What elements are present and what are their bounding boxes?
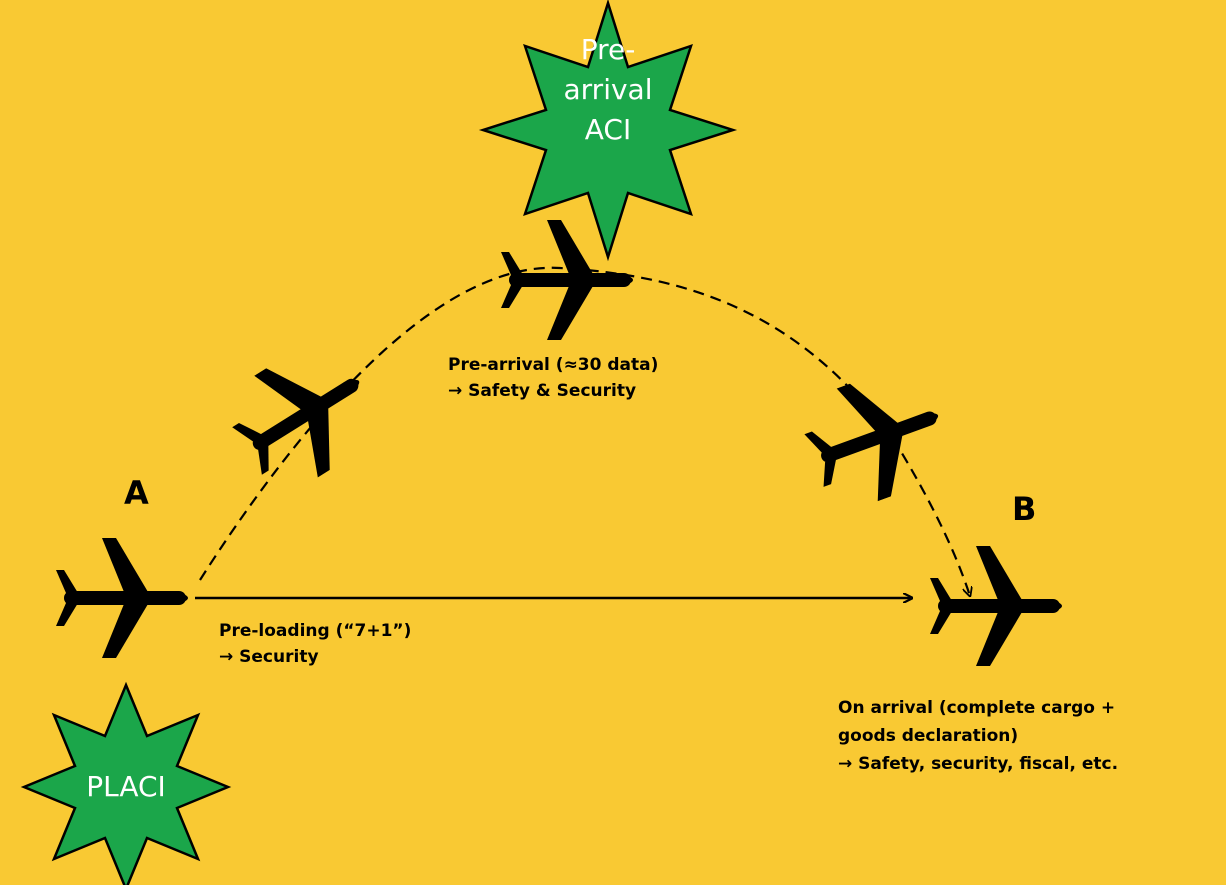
on-arrival-label: On arrival (complete cargo + goods decla…: [838, 694, 1118, 778]
on-arrival-label-line1: On arrival (complete cargo +: [838, 698, 1116, 718]
badge-line: Pre-: [580, 33, 636, 66]
airplane-icon: [56, 538, 188, 658]
pre-arrival-label-line2: → Safety & Security: [448, 381, 637, 401]
on-arrival-label-line2: goods declaration): [838, 726, 1019, 746]
airplane-icon: [930, 546, 1062, 666]
point-a-label: A: [124, 474, 149, 512]
point-b-label: B: [1012, 490, 1037, 528]
pre-loading-label-line2: → Security: [219, 647, 319, 667]
placi-badge-text: PLACI: [86, 770, 166, 803]
pre-arrival-label: Pre-arrival (≈30 data) → Safety & Securi…: [448, 352, 658, 404]
placi-badge: [20, 681, 232, 885]
pre-loading-label-line1: Pre-loading (“7+1”): [219, 621, 412, 641]
badge-line: ACI: [584, 113, 632, 146]
airplane-icon: [215, 330, 391, 502]
on-arrival-label-line3: → Safety, security, fiscal, etc.: [838, 754, 1119, 774]
pre-arrival-label-line1: Pre-arrival (≈30 data): [448, 355, 659, 375]
pre-arrival-aci-badge-text: Pre- arrival ACI: [548, 30, 668, 150]
airplane-icon: [793, 359, 959, 517]
pre-arrival-aci-badge: [478, 0, 738, 262]
pre-loading-label: Pre-loading (“7+1”) → Security: [219, 618, 411, 670]
badge-line: arrival: [563, 73, 653, 106]
